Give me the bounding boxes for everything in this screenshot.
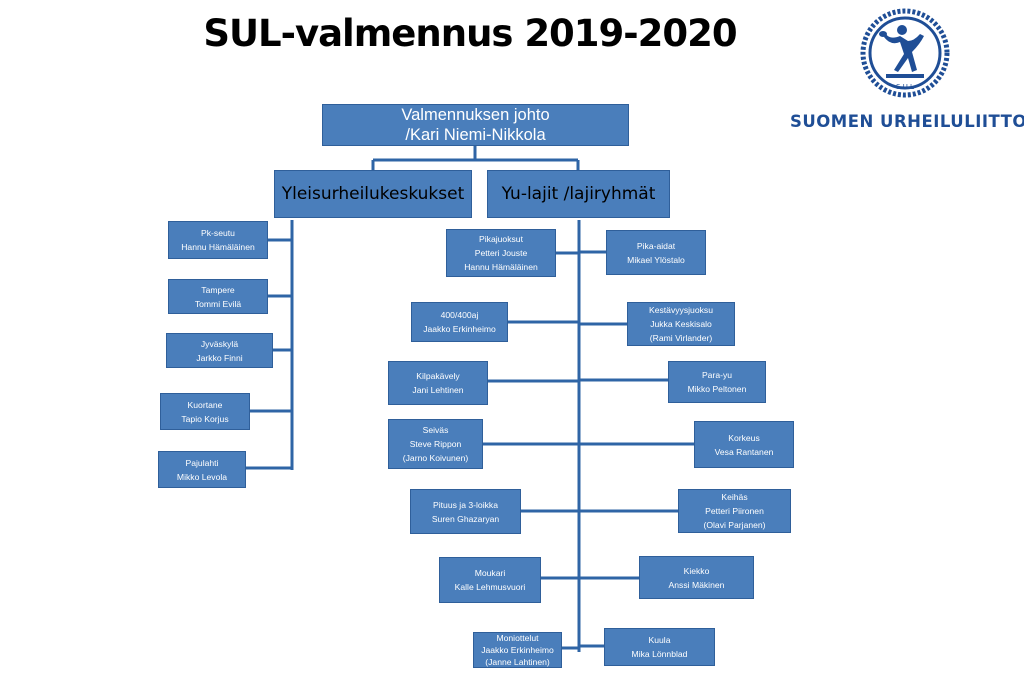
event-name: Kestävyysjuoksu [648,305,713,315]
event-name: Korkeus [728,432,760,443]
center-name: Pk-seutu [201,228,235,238]
event-name: Seiväs [422,425,449,435]
event-box-pika-aidat: Pika-aidat Mikael Ylöstalo [606,230,706,275]
event-coach: Anssi Mäkinen [668,579,725,590]
event-name: Moniottelut [496,633,539,643]
event-box-pituus-3-loikka: Pituus ja 3-loikka Suren Ghazaryan [410,489,521,534]
event-coach: Jani Lehtinen [412,385,464,395]
root-line-1: Valmennuksen johto [401,106,550,124]
event-box-pikajuoksut: Pikajuoksut Petteri Jouste Hannu Hämäläi… [446,229,556,277]
event-coach: Hannu Hämäläinen [464,262,538,272]
root-box-coaching-management: Valmennuksen johto /Kari Niemi-Nikkola [322,104,629,146]
event-name: Para-yu [701,370,733,380]
event-box-kiekko: Kiekko Anssi Mäkinen [639,556,754,599]
event-coach: Jaakko Erkinheimo [423,324,496,334]
branch-label-centers: Yleisurheilukeskukset [281,184,465,204]
event-coach: Steve Rippon [409,439,462,449]
center-name: Tampere [201,284,235,295]
event-name: Pikajuoksut [479,234,523,244]
center-box-pajulahti: Pajulahti Mikko Levola [158,451,246,488]
event-coach: (Rami Virlander) [649,333,713,343]
page-title: SUL-valmennus 2019-2020 [203,12,737,55]
center-coach: Hannu Hämäläinen [181,242,255,252]
event-coach: (Jarno Koivunen) [402,453,469,463]
event-coach: Petteri Jouste [474,248,528,258]
event-box-keihas: Keihäs Petteri Piironen (Olavi Parjanen) [678,489,791,533]
center-name: Pajulahti [185,457,219,468]
event-box-kuula: Kuula Mika Lönnblad [604,628,715,666]
event-name: Moukari [474,568,506,578]
event-name: Pituus ja 3-loikka [433,499,498,510]
discus-thrower-icon: S U L [860,8,950,98]
center-name: Kuortane [187,399,223,410]
logo: S U L SUOMEN URHEILULIITTO [790,8,1024,138]
center-box-pk-seutu: Pk-seutu Hannu Hämäläinen [168,221,268,259]
event-coach: Mikael Ylöstalo [627,254,685,265]
logo-text: SUOMEN URHEILULIITTO [790,112,1024,131]
center-coach: Jarkko Finni [196,352,243,363]
center-coach: Tapio Korjus [181,413,229,424]
event-name: Keihäs [721,492,748,502]
branch-box-events: Yu-lajit /lajiryhmät [487,170,670,218]
event-box-para-yu: Para-yu Mikko Peltonen [668,361,766,403]
event-box-seivas: Seiväs Steve Rippon (Jarno Koivunen) [388,419,483,469]
event-coach: Mika Lönnblad [631,649,688,659]
event-coach: (Janne Lahtinen) [485,657,550,667]
center-box-kuortane: Kuortane Tapio Korjus [160,393,250,430]
center-box-jyvaskyla: Jyväskylä Jarkko Finni [166,333,273,368]
event-box-400-400aj: 400/400aj Jaakko Erkinheimo [411,302,508,342]
event-coach: (Olavi Parjanen) [703,520,766,530]
event-box-moniottelut: Moniottelut Jaakko Erkinheimo (Janne Lah… [473,632,562,668]
event-coach: Mikko Peltonen [687,384,747,394]
center-coach: Mikko Levola [176,471,228,482]
root-line-2: /Kari Niemi-Nikkola [405,126,546,144]
branch-label-events: Yu-lajit /lajiryhmät [501,184,656,204]
event-coach: Jukka Keskisalo [650,319,712,329]
event-coach: Petteri Piironen [705,506,764,516]
event-name: Pika-aidat [636,240,676,251]
event-name: Kiekko [683,565,710,576]
event-box-korkeus: Korkeus Vesa Rantanen [694,421,794,468]
event-coach: Jaakko Erkinheimo [481,645,554,655]
event-name: Kilpakävely [416,371,460,381]
logo-emblem-text: S U L [896,83,914,91]
event-coach: Vesa Rantanen [714,446,774,457]
center-name: Jyväskylä [200,338,239,349]
event-name: 400/400aj [440,310,479,320]
event-coach: Kalle Lehmusvuori [454,582,526,592]
branch-box-centers: Yleisurheilukeskukset [274,170,472,218]
center-coach: Tommi Evilä [194,298,242,309]
event-name: Kuula [648,635,671,645]
event-coach: Suren Ghazaryan [431,513,500,524]
center-box-tampere: Tampere Tommi Evilä [168,279,268,314]
event-box-kilpakavely: Kilpakävely Jani Lehtinen [388,361,488,405]
event-box-moukari: Moukari Kalle Lehmusvuori [439,557,541,603]
event-box-kestavyysjuoksu: Kestävyysjuoksu Jukka Keskisalo (Rami Vi… [627,302,735,346]
